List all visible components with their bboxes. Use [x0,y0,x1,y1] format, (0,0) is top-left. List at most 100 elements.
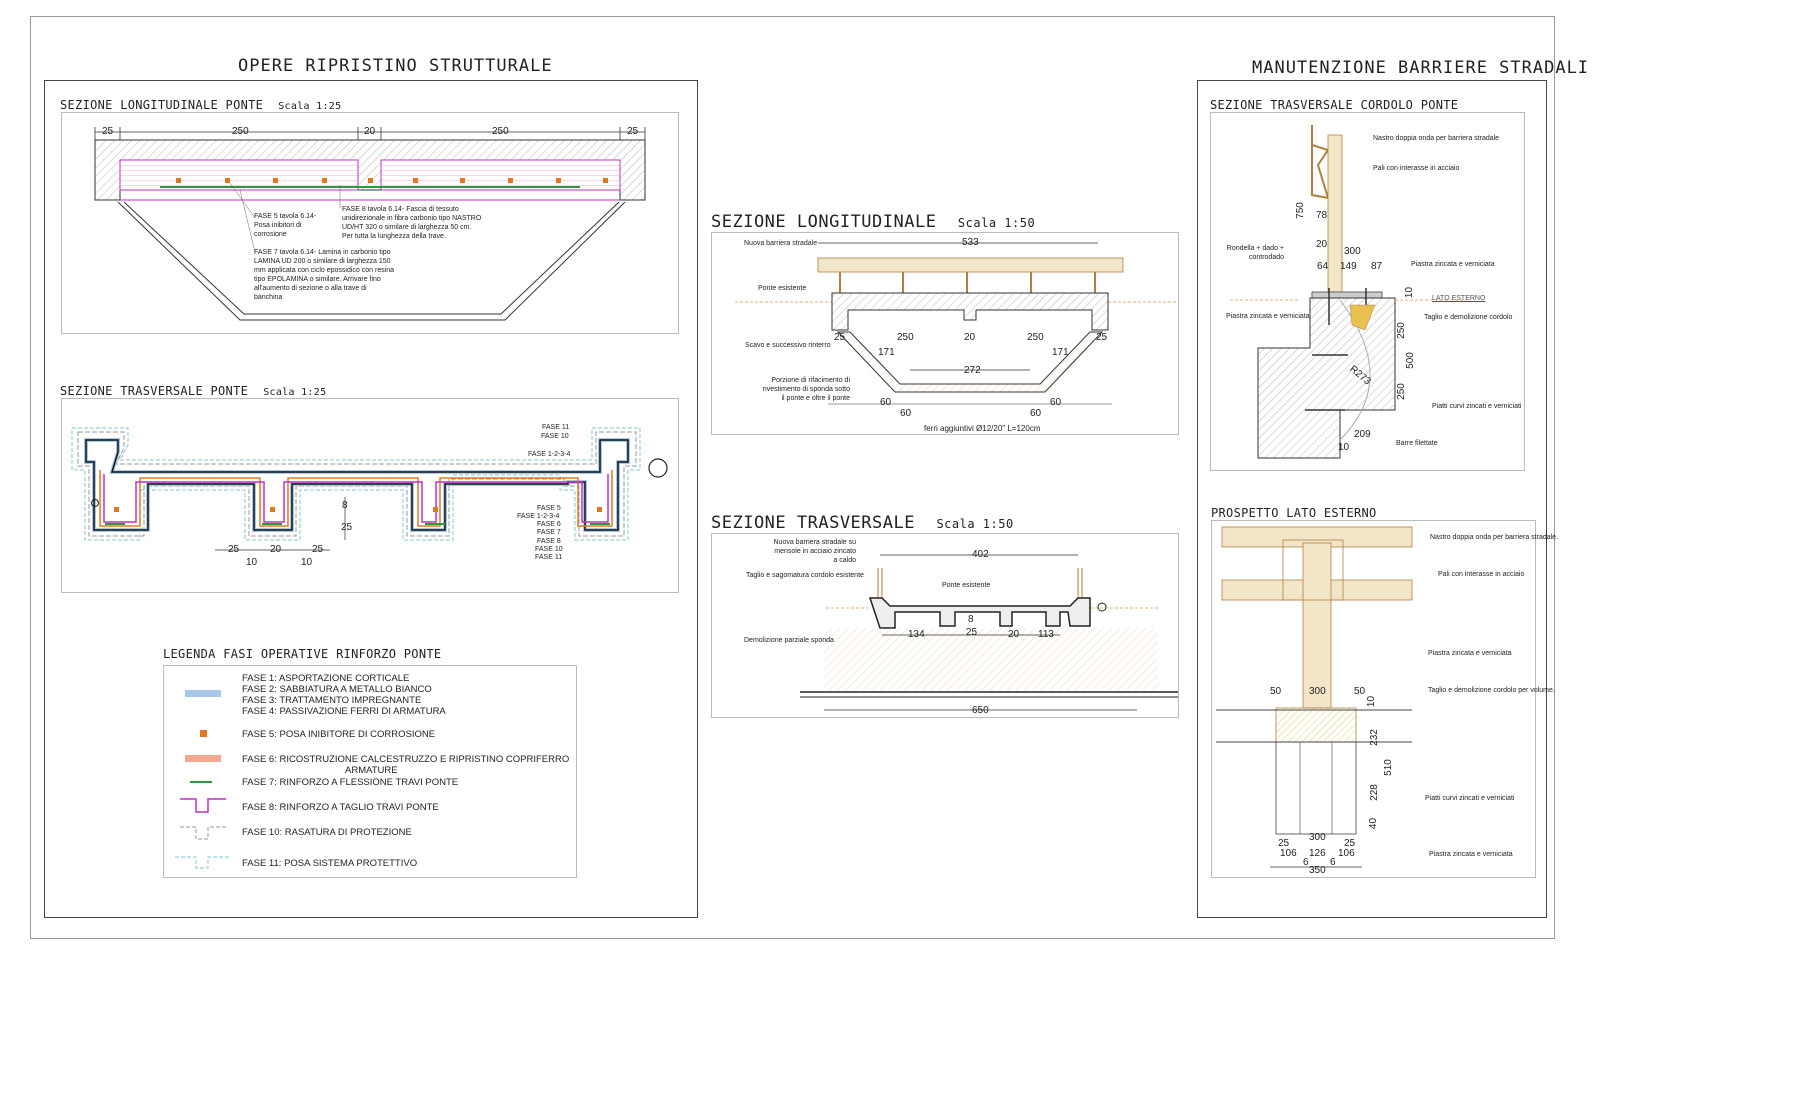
ml-label-2: Ponte esistente [758,285,807,292]
mt-dim-134: 134 [908,629,925,640]
mid-trans-box [711,533,1179,718]
re-label-3: Piastra zincata e verniciata [1428,650,1512,657]
ts-label-top-2: FASE 10 [541,433,569,440]
re-dim-25b: 25 [1344,838,1356,849]
legend-swatches [175,690,230,869]
mid-long-title: SEZIONE LONGITUDINALE Scala 1:50 [711,212,1036,232]
trans-section-title: SEZIONE TRASVERSALE PONTE Scala 1:25 [60,384,327,398]
ts-label-bot-1: FASE 5 [537,505,561,512]
legend-item-5: FASE 8: RINFORZO A TAGLIO TRAVI PONTE [242,802,439,813]
legend-item-3: FASE 6: RICOSTRUZIONE CALCESTRUZZO E RIP… [242,754,570,776]
legend-box [163,665,577,878]
right-panel [1197,80,1547,918]
legend-item-2: FASE 5: POSA INIBITORE DI CORROSIONE [242,729,436,740]
ts-label-bot-5: FASE 8 [537,538,561,545]
ts-dim-5: 10 [301,557,313,568]
re-dim-6b: 6 [1330,857,1336,868]
ml-label-1: Nuova barriera stradale [744,240,818,247]
rs-dim-209: 209 [1354,429,1371,440]
re-dim-300a: 300 [1309,686,1326,697]
mt-label-4: Demolizione parziale sponda [744,637,834,644]
ts-dim-4: 10 [246,557,258,568]
ls-dim-1: 25 [102,126,114,137]
mt-dim-8: 8 [968,614,974,625]
ml-dim-25b: 25 [1096,332,1108,343]
right-elevation-box [1211,520,1536,878]
rs-label-5: LATO ESTERNO [1432,295,1486,302]
rs-dim-149: 149 [1340,261,1357,272]
right-title: MANUTENZIONE BARRIERE STRADALI [1252,58,1590,78]
rs-dim-10b: 10 [1338,442,1350,453]
ts-label-bot-6: FASE 10 [535,546,563,553]
sheet-border [30,16,1555,939]
rs-dim-20: 20 [1316,239,1328,250]
ls-dim-5: 25 [627,126,639,137]
ml-dim-60d: 60 [1050,397,1062,408]
long-section-title: SEZIONE LONGITUDINALE PONTE Scala 1:25 [60,98,342,112]
rs-dim-250a: 250 [1395,322,1407,339]
re-label-6: Piastra zincata e verniciata [1429,851,1513,858]
rs-dim-250b: 250 [1395,383,1407,400]
re-dim-50b: 50 [1354,686,1366,697]
ls-note-fase8: FASE 8 tavola 6.14- Fascia di tessuto un… [342,206,482,240]
long-bridge-drawing [94,127,646,321]
rs-label-9: Barre filettate [1396,440,1438,447]
ml-dim-171a: 171 [878,347,895,358]
right-section-title: SEZIONE TRASVERSALE CORDOLO PONTE [1210,98,1459,112]
re-dim-106b: 106 [1338,848,1355,859]
re-label-5: Piatti curvi zincati e verniciati [1425,795,1515,802]
ml-dim-171b: 171 [1052,347,1069,358]
re-label-4: Taglio e demolizione cordolo per volume. [1428,687,1555,694]
legend-item-6: FASE 10: RASATURA DI PROTEZIONE [242,827,412,838]
rs-dim-64: 64 [1317,261,1329,272]
ml-label-3: Scavo e successivo rinterro [745,342,831,349]
ts-dim-7: 8 [342,500,348,511]
re-dim-40: 40 [1368,817,1380,830]
legend-title: LEGENDA FASI OPERATIVE RINFORZO PONTE [163,647,442,661]
ml-dim-60b: 60 [900,408,912,419]
ts-label-top-3: FASE 1-2-3-4 [528,451,571,458]
ml-dim-250b: 250 [1027,332,1044,343]
ml-dim-533: 533 [962,237,979,248]
re-dim-126: 126 [1309,848,1326,859]
mt-label-3: Ponte esistente [942,582,991,589]
mt-dim-25: 25 [966,627,978,638]
rs-dim-10a: 10 [1404,286,1416,299]
ml-dim-250a: 250 [897,332,914,343]
rs-dim-300: 300 [1344,246,1361,257]
mid-long-drawing [735,242,1178,405]
rs-label-7: Taglio e demolizione cordolo [1424,314,1513,321]
ml-dim-25a: 25 [834,332,846,343]
mt-dim-113: 113 [1038,629,1054,640]
ts-label-top-1: FASE 11 [542,424,570,431]
mt-label-2: Taglio e sagomatura cordolo esistente [746,572,864,579]
re-label-2: Pali con interasse in acciaio [1438,571,1525,578]
ts-label-bot-2: FASE 1-2-3-4 [517,513,560,520]
re-dim-25a: 25 [1278,838,1290,849]
ts-label-bot-3: FASE 6 [537,521,561,528]
right-section-drawing [1230,125,1470,459]
ls-dim-2: 250 [232,126,249,137]
legend-item-7: FASE 11: POSA SISTEMA PROTETTIVO [242,858,418,869]
re-dim-510: 510 [1382,759,1394,776]
legend-item-4: FASE 7: RINFORZO A FLESSIONE TRAVI PONTE [242,777,459,788]
mid-trans-title: SEZIONE TRASVERSALE Scala 1:50 [711,513,1014,533]
long-section-box [61,112,679,334]
ts-label-bot-7: FASE 11 [535,554,563,561]
re-dim-232: 232 [1368,729,1380,746]
ts-dim-3: 25 [312,544,324,555]
ts-dim-6: 25 [341,522,353,533]
ts-dim-2: 20 [270,544,282,555]
ls-note-fase5: FASE 5 tavola 6.14- Posa inibitori di co… [254,213,317,238]
mt-dim-402: 402 [972,549,989,560]
re-dim-350: 350 [1309,865,1326,876]
rs-label-4: Piastra zincata e verniciata [1411,261,1495,268]
left-panel [44,80,698,918]
trans-bridge-drawing [71,427,668,551]
ml-dim-272: 272 [964,365,981,376]
ls-note-fase7: FASE 7 tavola 6.14- Lamina in carbonio t… [254,249,395,301]
mt-dim-20: 20 [1008,629,1020,640]
ml-rebar: ferri aggiuntivi Ø12/20" L=120cm [924,424,1041,433]
re-dim-10: 10 [1366,695,1378,708]
